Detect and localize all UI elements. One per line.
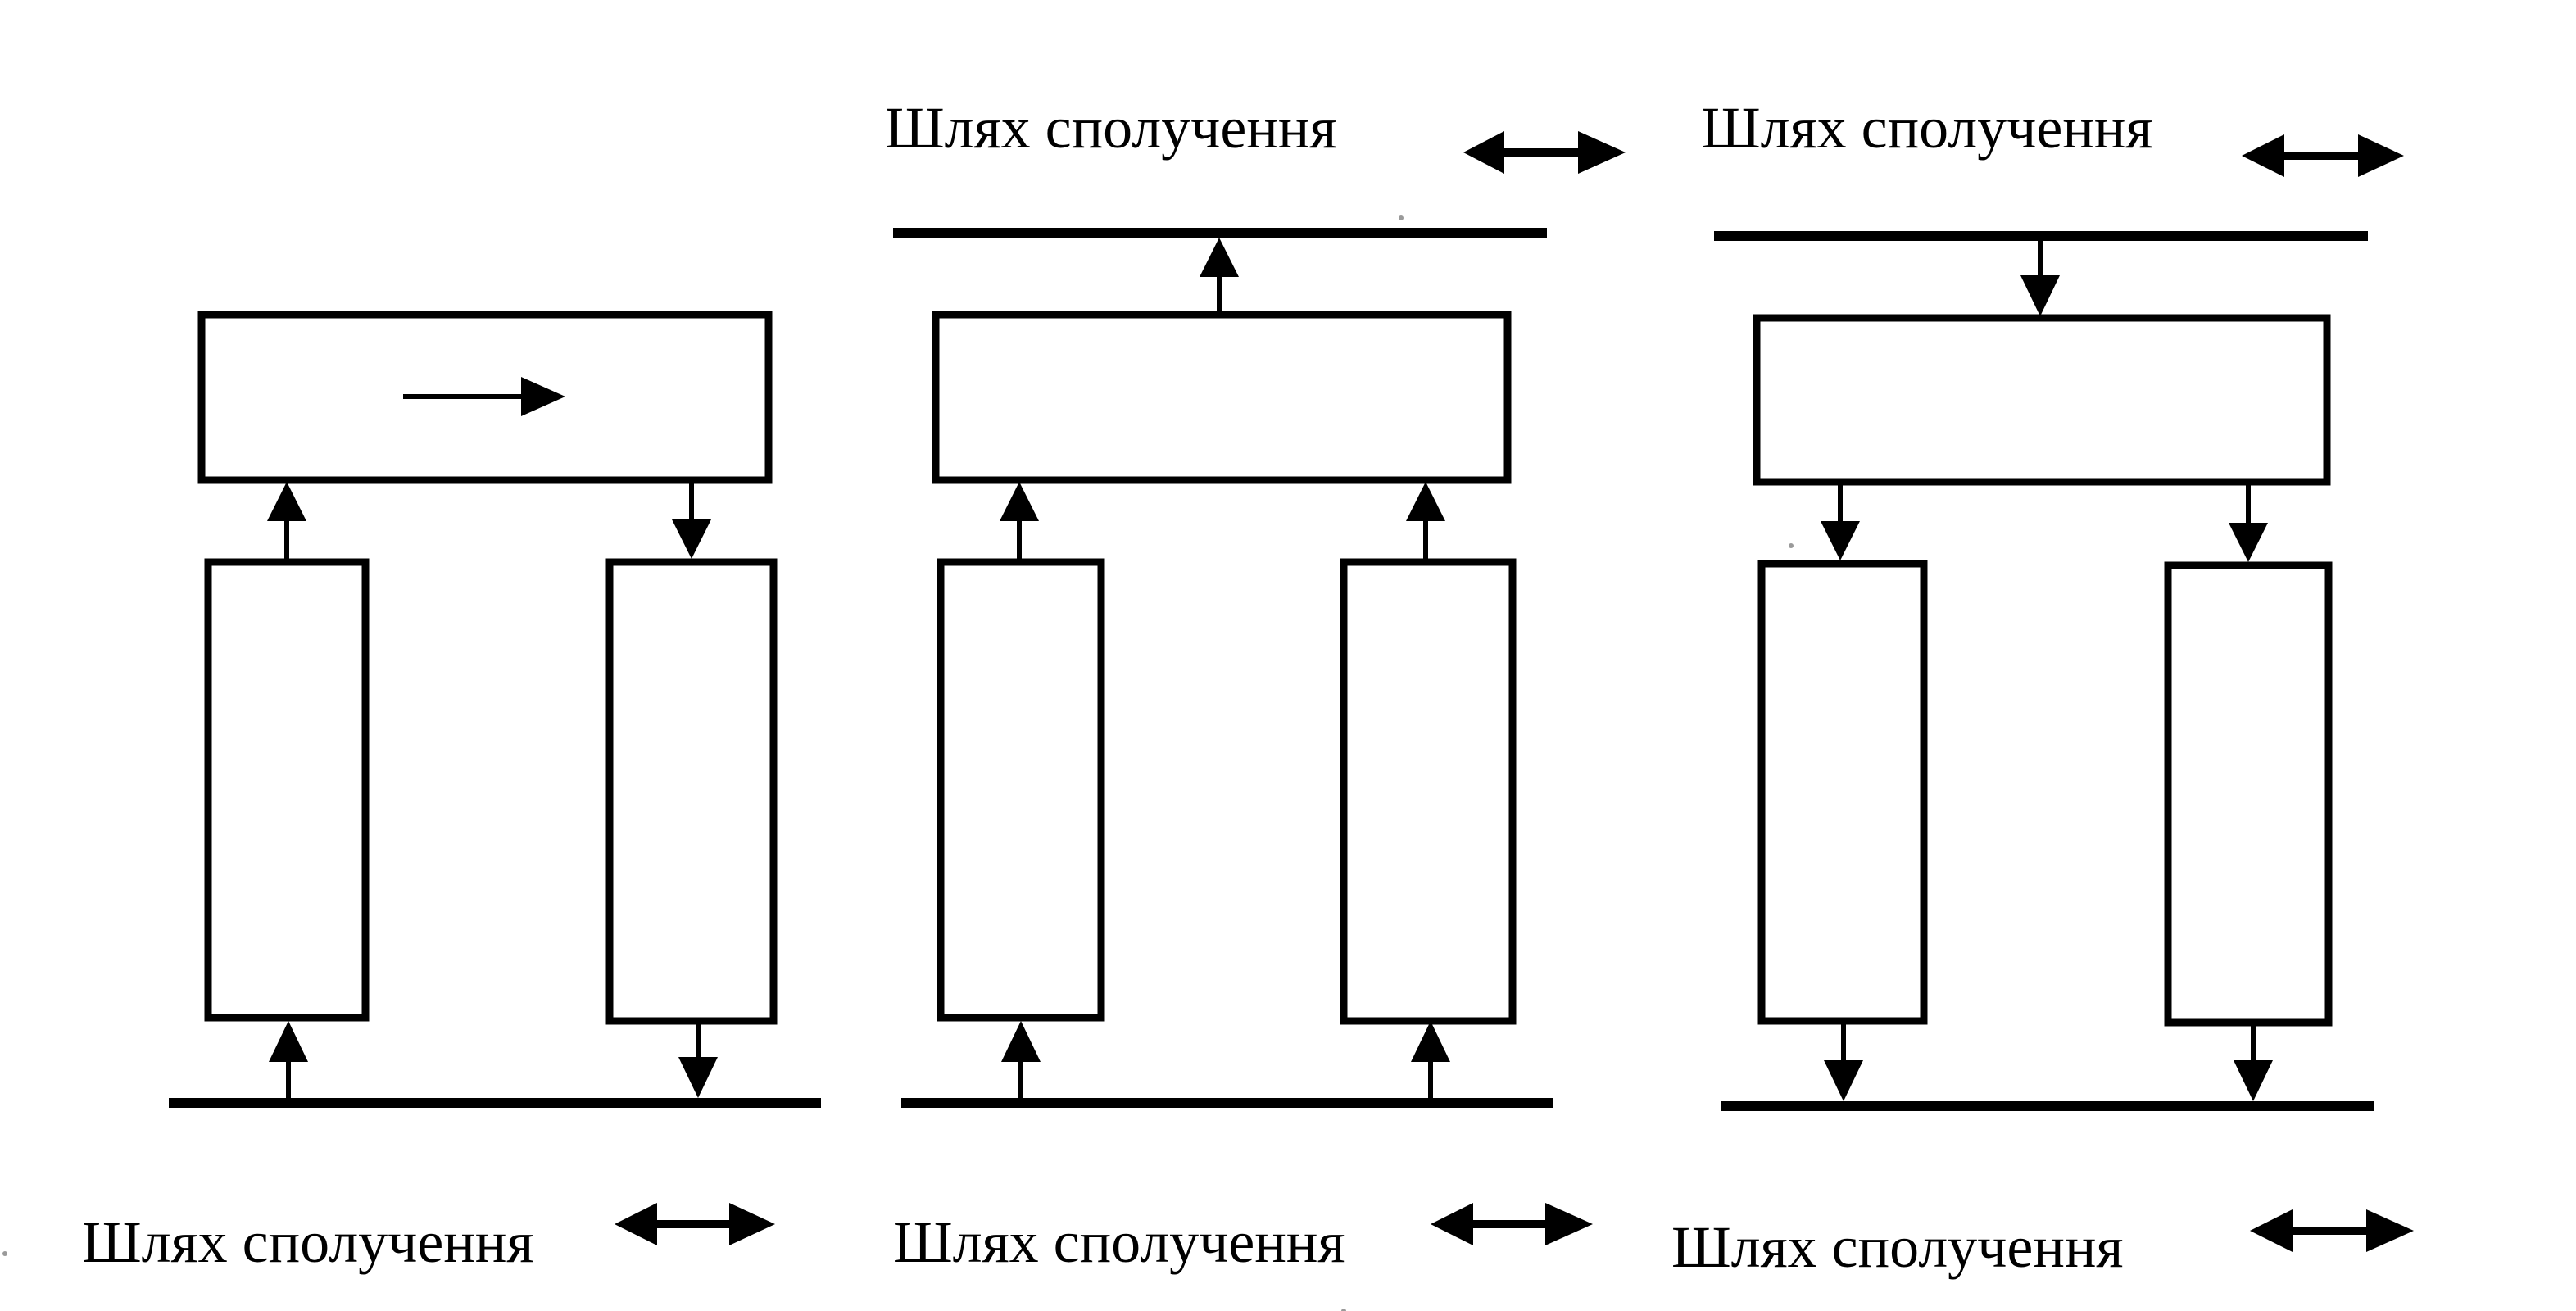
down-arrow-icon (2020, 241, 2060, 316)
middle-column-block-1 (937, 558, 1105, 1022)
up-arrow-icon (269, 1021, 308, 1098)
down-arrow-icon (2234, 1023, 2273, 1101)
down-arrow-icon (1821, 482, 1860, 560)
scan-speck (1399, 215, 1404, 220)
up-arrow-icon (1001, 1021, 1041, 1098)
down-arrow-icon (672, 480, 711, 559)
double-headed-arrow-icon (1463, 131, 1626, 174)
scan-speck (1341, 1309, 1346, 1311)
double-headed-arrow-icon (2242, 134, 2404, 177)
middle-column-block-2 (1340, 558, 1517, 1025)
variant-left (169, 311, 821, 1108)
bus-label-bottom-left: Шлях сполучення (82, 1209, 534, 1275)
up-arrow-icon (1406, 482, 1445, 562)
up-arrow-icon (1000, 482, 1039, 562)
down-arrow-icon (678, 1021, 718, 1098)
left-column-block-1 (204, 558, 370, 1022)
down-arrow-icon (1824, 1021, 1863, 1101)
right-column-block-1 (1757, 560, 1928, 1025)
up-arrow-icon (1411, 1021, 1450, 1098)
variant-right (1714, 231, 2374, 1111)
left-column-block-2 (605, 558, 778, 1025)
bus-label-top-middle: Шлях сполучення (885, 95, 1337, 161)
right-column-block-2 (2164, 561, 2333, 1027)
middle-top-block (932, 311, 1512, 484)
bus-label-top-right: Шлях сполучення (1701, 95, 2153, 161)
double-headed-arrow-icon (615, 1203, 775, 1245)
bus-label-bottom-right: Шлях сполучення (1671, 1214, 2124, 1280)
right-arrow-icon (403, 377, 565, 416)
scan-speck (1789, 543, 1794, 548)
double-headed-arrow-icon (1431, 1203, 1593, 1245)
bus-label-bottom-middle: Шлях сполучення (893, 1209, 1345, 1275)
right-top-block (1753, 314, 2331, 486)
down-arrow-icon (2229, 483, 2268, 562)
double-headed-arrow-icon (2250, 1209, 2414, 1252)
up-arrow-icon (267, 482, 306, 562)
variant-middle (893, 228, 1553, 1108)
scan-speck (2, 1251, 7, 1256)
up-arrow-icon (1200, 238, 1239, 315)
